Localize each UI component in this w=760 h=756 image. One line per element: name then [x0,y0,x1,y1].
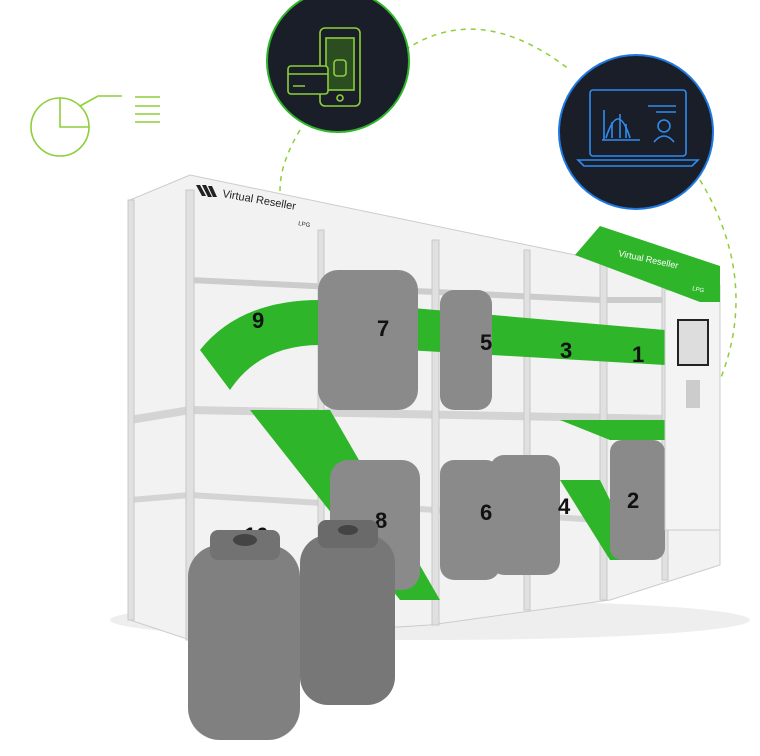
brand-sub: LPG [298,221,311,229]
kiosk-slot [686,380,700,408]
locker-number: 3 [560,338,572,363]
locker-number: 6 [480,500,492,525]
vending-machine: Virtual Reseller LPG Virtual Reseller LP… [127,174,721,641]
kiosk-screen [677,319,709,366]
locker-number: 1 [632,342,644,367]
dashed-connector [404,28,571,71]
pie-chart-list-icon [30,95,160,157]
locker-number: 4 [558,494,571,519]
locker-number: 5 [480,330,492,355]
brand-logo-icon [196,185,217,197]
locker-number: 7 [377,316,389,341]
laptop-dashboard-icon [558,54,714,210]
locker-number: 9 [252,308,264,333]
green-stripe [200,300,665,390]
phone-payment-icon [266,0,410,133]
locker-number: 8 [375,508,387,533]
gas-cylinder [300,520,395,705]
locker-number: 2 [627,488,639,513]
kiosk-brand-sub: LPG [692,286,705,294]
gas-cylinder [188,530,300,740]
kiosk-sign [575,226,720,302]
dashed-connector [699,179,737,381]
